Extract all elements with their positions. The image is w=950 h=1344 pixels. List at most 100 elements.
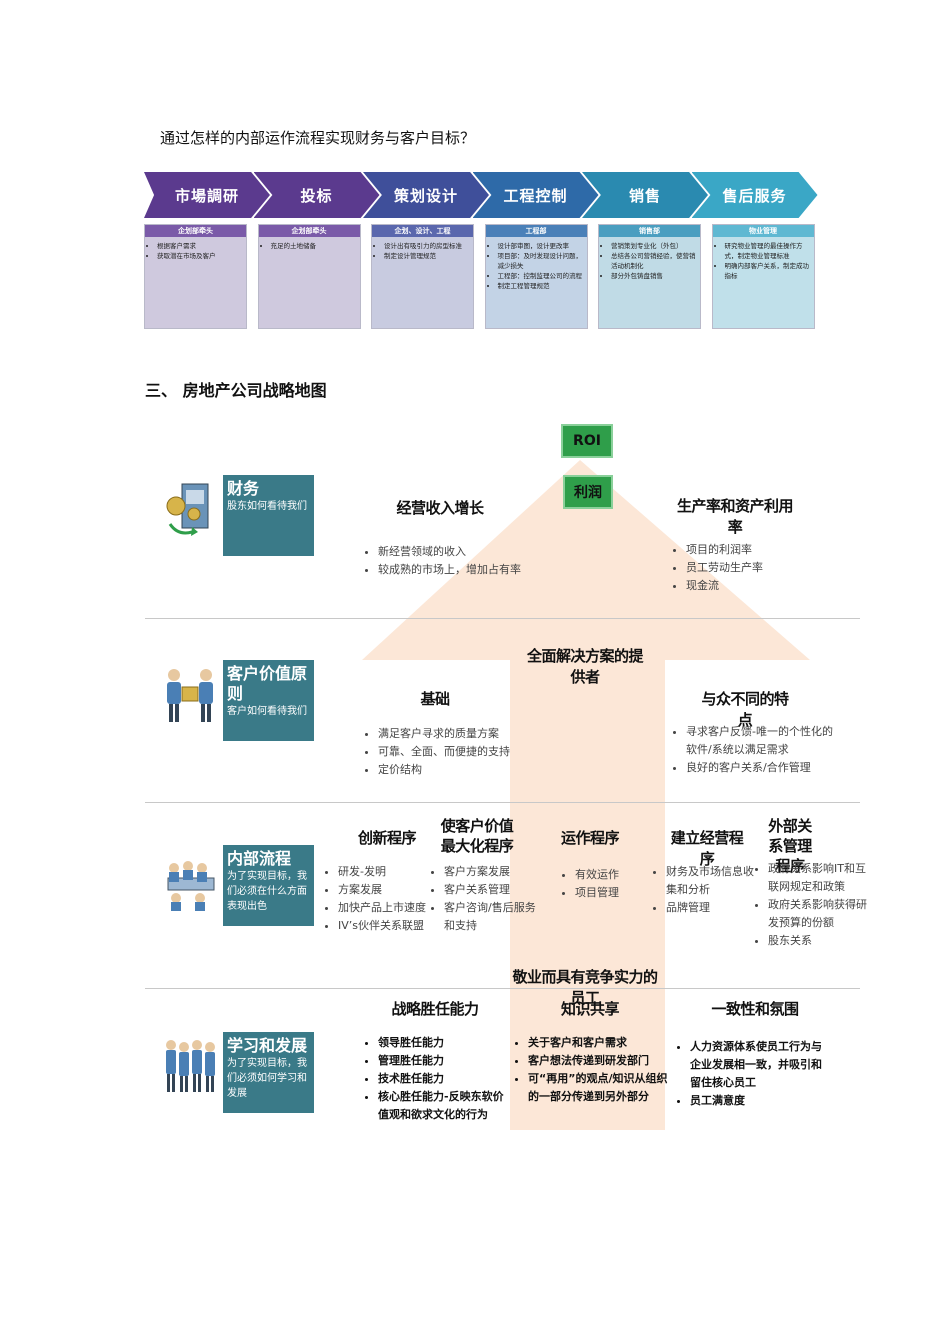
perspective-internal: 内部流程 为了实现目标，我们必须在什么方面表现出色 xyxy=(223,845,314,926)
list-item: 研发-发明 xyxy=(338,863,438,881)
perspective-title: 客户价值原则 xyxy=(227,664,308,703)
list-item: 人力资源体系使员工行为与企业发展相一致，并吸引和留住核心员工 xyxy=(690,1038,826,1092)
perspective-sub: 为了实现目标，我们必须在什么方面表现出色 xyxy=(227,871,307,912)
roi-box: ROI xyxy=(561,424,613,458)
process-column-1: 企划部牵头充足的土地储备 xyxy=(257,224,361,329)
list-item: 寻求客户反馈-唯一的个性化的软件/系统以满足需求 xyxy=(686,723,836,759)
learning-knowledge-title: 知识共享 xyxy=(560,1000,620,1018)
customer-base-list: 满足客户寻求的质量方案可靠、全面、而便捷的支持定价结构 xyxy=(368,725,558,779)
learning-culture-title: 一致性和氛围 xyxy=(711,1000,799,1018)
learning-center-title: 敬业而具有竞争实力的员工 xyxy=(512,968,658,1007)
internal-external-title: 外部关系管理程序 xyxy=(768,817,812,875)
finance-icon xyxy=(166,483,209,536)
list-item: 股东关系 xyxy=(768,932,868,950)
process-column-items: 研究物业管理的最佳操作方式，制定物业管理标准明确内部客户关系，制定成功指标 xyxy=(713,241,814,281)
process-column-items: 设计部审图，设计更改率项目部：及时发现设计问题，减少损失工程部：控制监理公司的流… xyxy=(486,241,587,291)
process-item: 制定工程管理规范 xyxy=(498,281,584,291)
learning-culture-list: 人力资源体系使员工行为与企业发展相一致，并吸引和留住核心员工员工满意度 xyxy=(680,1038,826,1110)
list-item: 较成熟的市场上，增加占有率 xyxy=(378,561,558,579)
process-item: 明确内部客户关系，制定成功指标 xyxy=(725,261,811,281)
profit-box: 利润 xyxy=(563,475,613,509)
list-item: IV’s伙伴关系联盟 xyxy=(338,917,438,935)
list-item: 方案发展 xyxy=(338,881,438,899)
section-title: 三、 房地产公司战略地图 xyxy=(145,381,327,400)
list-item: 客户想法传递到研发部门 xyxy=(528,1052,668,1070)
customer-center-title: 全面解决方案的提供者 xyxy=(526,647,644,686)
list-item: 领导胜任能力 xyxy=(378,1034,508,1052)
internal-business-title: 建立经营程序 xyxy=(670,829,744,868)
process-column-header: 企划部牵头 xyxy=(258,225,360,237)
process-item: 设计部审图，设计更改率 xyxy=(498,241,584,251)
team-icon xyxy=(166,1040,215,1092)
process-column-5: 物业管理研究物业管理的最佳操作方式，制定物业管理标准明确内部客户关系，制定成功指… xyxy=(711,224,815,329)
process-step-2: 策划设计 xyxy=(363,172,489,218)
process-column-0: 企划部牵头根据客户需求获取潜在市场及客户 xyxy=(144,224,247,329)
list-item: 政府关系影响获得研发预算的份额 xyxy=(768,896,868,932)
process-item: 获取潜在市场及客户 xyxy=(157,251,243,261)
customer-unique-list: 寻求客户反馈-唯一的个性化的软件/系统以满足需求良好的客户关系/合作管理 xyxy=(676,723,836,777)
process-column-items: 充足的土地储备 xyxy=(259,241,360,251)
list-item: 员工满意度 xyxy=(690,1092,826,1110)
process-step-1: 投标 xyxy=(253,172,380,218)
list-item: 满足客户寻求的质量方案 xyxy=(378,725,558,743)
learning-knowledge-list: 关于客户和客户需求客户想法传递到研发部门可“再用”的观点/知识从组织的一部分传递… xyxy=(518,1034,668,1106)
internal-value-list: 客户方案发展客户关系管理客户咨询/售后服务和支持 xyxy=(434,863,544,935)
process-column-items: 设计出有吸引力的房型标准制定设计管理规范 xyxy=(372,241,473,261)
list-item: 可“再用”的观点/知识从组织的一部分传递到另外部分 xyxy=(528,1070,668,1106)
process-column-items: 营销策划专业化（外包）总结各公司营销经验，使营销活动机制化部分外包铸盘销售 xyxy=(599,241,700,281)
perspective-sub: 为了实现目标，我们必须如何学习和发展 xyxy=(227,1058,307,1099)
internal-external-list: 政府关系影响IT和互联网规定和政策政府关系影响获得研发预算的份额股东关系 xyxy=(758,860,868,950)
process-item: 制定设计管理规范 xyxy=(384,251,470,261)
list-item: 项目管理 xyxy=(575,884,655,902)
perspective-customer: 客户价值原则 客户如何看待我们 xyxy=(223,660,314,741)
process-item: 根据客户需求 xyxy=(157,241,243,251)
list-item: 定价结构 xyxy=(378,761,558,779)
internal-innovation-title: 创新程序 xyxy=(357,829,417,847)
perspective-title: 财务 xyxy=(227,479,260,498)
divider xyxy=(145,618,860,619)
internal-operation-title: 运作程序 xyxy=(560,829,620,847)
process-column-header: 销售部 xyxy=(599,225,700,237)
meeting-icon xyxy=(167,861,215,911)
finance-productivity-list: 项目的利润率员工劳动生产率现金流 xyxy=(676,541,836,595)
list-item: 现金流 xyxy=(686,577,836,595)
process-column-header: 企划部牵头 xyxy=(145,225,246,237)
learning-strategy-list: 领导胜任能力管理胜任能力技术胜任能力核心胜任能力-反映东软价值观和欲求文化的行为 xyxy=(368,1034,508,1124)
list-item: 项目的利润率 xyxy=(686,541,836,559)
process-step-0: 市場調研 xyxy=(144,172,270,218)
finance-productivity-title: 生产率和资产利用率 xyxy=(676,497,794,536)
list-item: 加快产品上市速度 xyxy=(338,899,438,917)
list-item: 客户咨询/售后服务和支持 xyxy=(444,899,544,935)
customer-icon xyxy=(167,669,213,722)
internal-value-title: 使客户价值最大化程序 xyxy=(440,817,514,855)
perspective-sub: 股东如何看待我们 xyxy=(227,501,307,512)
list-item: 关于客户和客户需求 xyxy=(528,1034,668,1052)
perspective-title: 内部流程 xyxy=(227,849,292,868)
process-item: 充足的土地储备 xyxy=(271,241,357,251)
perspective-sub: 客户如何看待我们 xyxy=(227,706,307,717)
list-item: 技术胜任能力 xyxy=(378,1070,508,1088)
process-column-4: 销售部营销策划专业化（外包）总结各公司营销经验，使营销活动机制化部分外包铸盘销售 xyxy=(598,224,701,329)
process-item: 部分外包铸盘销售 xyxy=(611,271,697,281)
internal-operation-list: 有效运作项目管理 xyxy=(565,866,655,902)
process-column-header: 企划、设计、工程 xyxy=(372,225,473,237)
process-item: 设计出有吸引力的房型标准 xyxy=(384,241,470,251)
list-item: 客户关系管理 xyxy=(444,881,544,899)
list-item: 有效运作 xyxy=(575,866,655,884)
list-item: 品牌管理 xyxy=(666,899,761,917)
list-item: 可靠、全面、而便捷的支持 xyxy=(378,743,558,761)
process-item: 研究物业管理的最佳操作方式，制定物业管理标准 xyxy=(725,241,811,261)
list-item: 员工劳动生产率 xyxy=(686,559,836,577)
process-column-items: 根据客户需求获取潜在市场及客户 xyxy=(145,241,246,261)
intro-question: 通过怎样的内部运作流程实现财务与客户目标？ xyxy=(160,129,476,147)
list-item: 政府关系影响IT和互联网规定和政策 xyxy=(768,860,868,896)
process-step-4: 销售 xyxy=(582,172,708,218)
process-item: 工程部：控制监理公司的流程 xyxy=(498,271,584,281)
process-column-header: 物业管理 xyxy=(712,225,814,237)
list-item: 良好的客户关系/合作管理 xyxy=(686,759,836,777)
list-item: 核心胜任能力-反映东软价值观和欲求文化的行为 xyxy=(378,1088,508,1124)
list-item: 新经营领域的收入 xyxy=(378,543,558,561)
internal-innovation-list: 研发-发明方案发展加快产品上市速度IV’s伙伴关系联盟 xyxy=(328,863,438,935)
perspective-title: 学习和发展 xyxy=(227,1036,308,1055)
